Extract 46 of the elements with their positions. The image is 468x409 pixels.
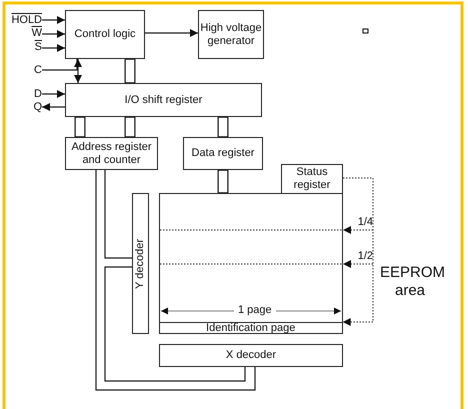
arrow xyxy=(42,90,65,98)
arrow xyxy=(42,44,65,52)
arrow xyxy=(42,16,65,24)
signal-label: 1/4 xyxy=(349,216,373,229)
block-box xyxy=(159,344,343,367)
block-box xyxy=(65,83,262,117)
connector-line xyxy=(104,170,132,259)
signal-label: S xyxy=(8,41,42,54)
arrow xyxy=(343,226,373,234)
arrow xyxy=(342,177,374,326)
block-box xyxy=(198,10,264,59)
block-label: Control logic xyxy=(74,28,136,41)
block-label: X decoder xyxy=(226,349,276,362)
block-box xyxy=(65,137,158,170)
block-label: High voltage generator xyxy=(199,22,263,48)
block-label: Data register xyxy=(192,147,254,160)
bus-connector xyxy=(218,117,228,137)
connector-line xyxy=(95,170,256,391)
dimension-label: 1 page xyxy=(234,304,276,316)
block-label: I/O shift register xyxy=(124,94,202,106)
signal-label: C xyxy=(8,64,42,77)
block-label: Identification page xyxy=(206,322,296,335)
bus-connector xyxy=(218,170,228,193)
block-box xyxy=(65,10,145,59)
arrow xyxy=(42,103,65,111)
bus-connector xyxy=(124,59,136,83)
table-row xyxy=(158,322,343,334)
bus-connector xyxy=(74,117,86,137)
block-label: Address register and counter xyxy=(70,140,153,166)
arrow xyxy=(42,30,65,38)
signal-label: Q xyxy=(8,101,42,114)
signal-label: W xyxy=(8,27,42,40)
block-box xyxy=(183,137,263,170)
block-label: Status register xyxy=(292,166,332,192)
arrow xyxy=(343,260,373,268)
connector-line xyxy=(42,59,78,71)
signal-label: HOLD xyxy=(8,14,42,27)
arrow xyxy=(74,59,82,83)
arrow xyxy=(145,29,198,37)
bus-connector xyxy=(124,117,136,137)
signal-label: D xyxy=(8,88,42,101)
signal-label: 1/2 xyxy=(349,250,373,263)
block-box xyxy=(132,193,149,334)
connector-line xyxy=(104,266,246,382)
block-box xyxy=(281,164,343,194)
block-label: Y decoder xyxy=(134,238,147,288)
